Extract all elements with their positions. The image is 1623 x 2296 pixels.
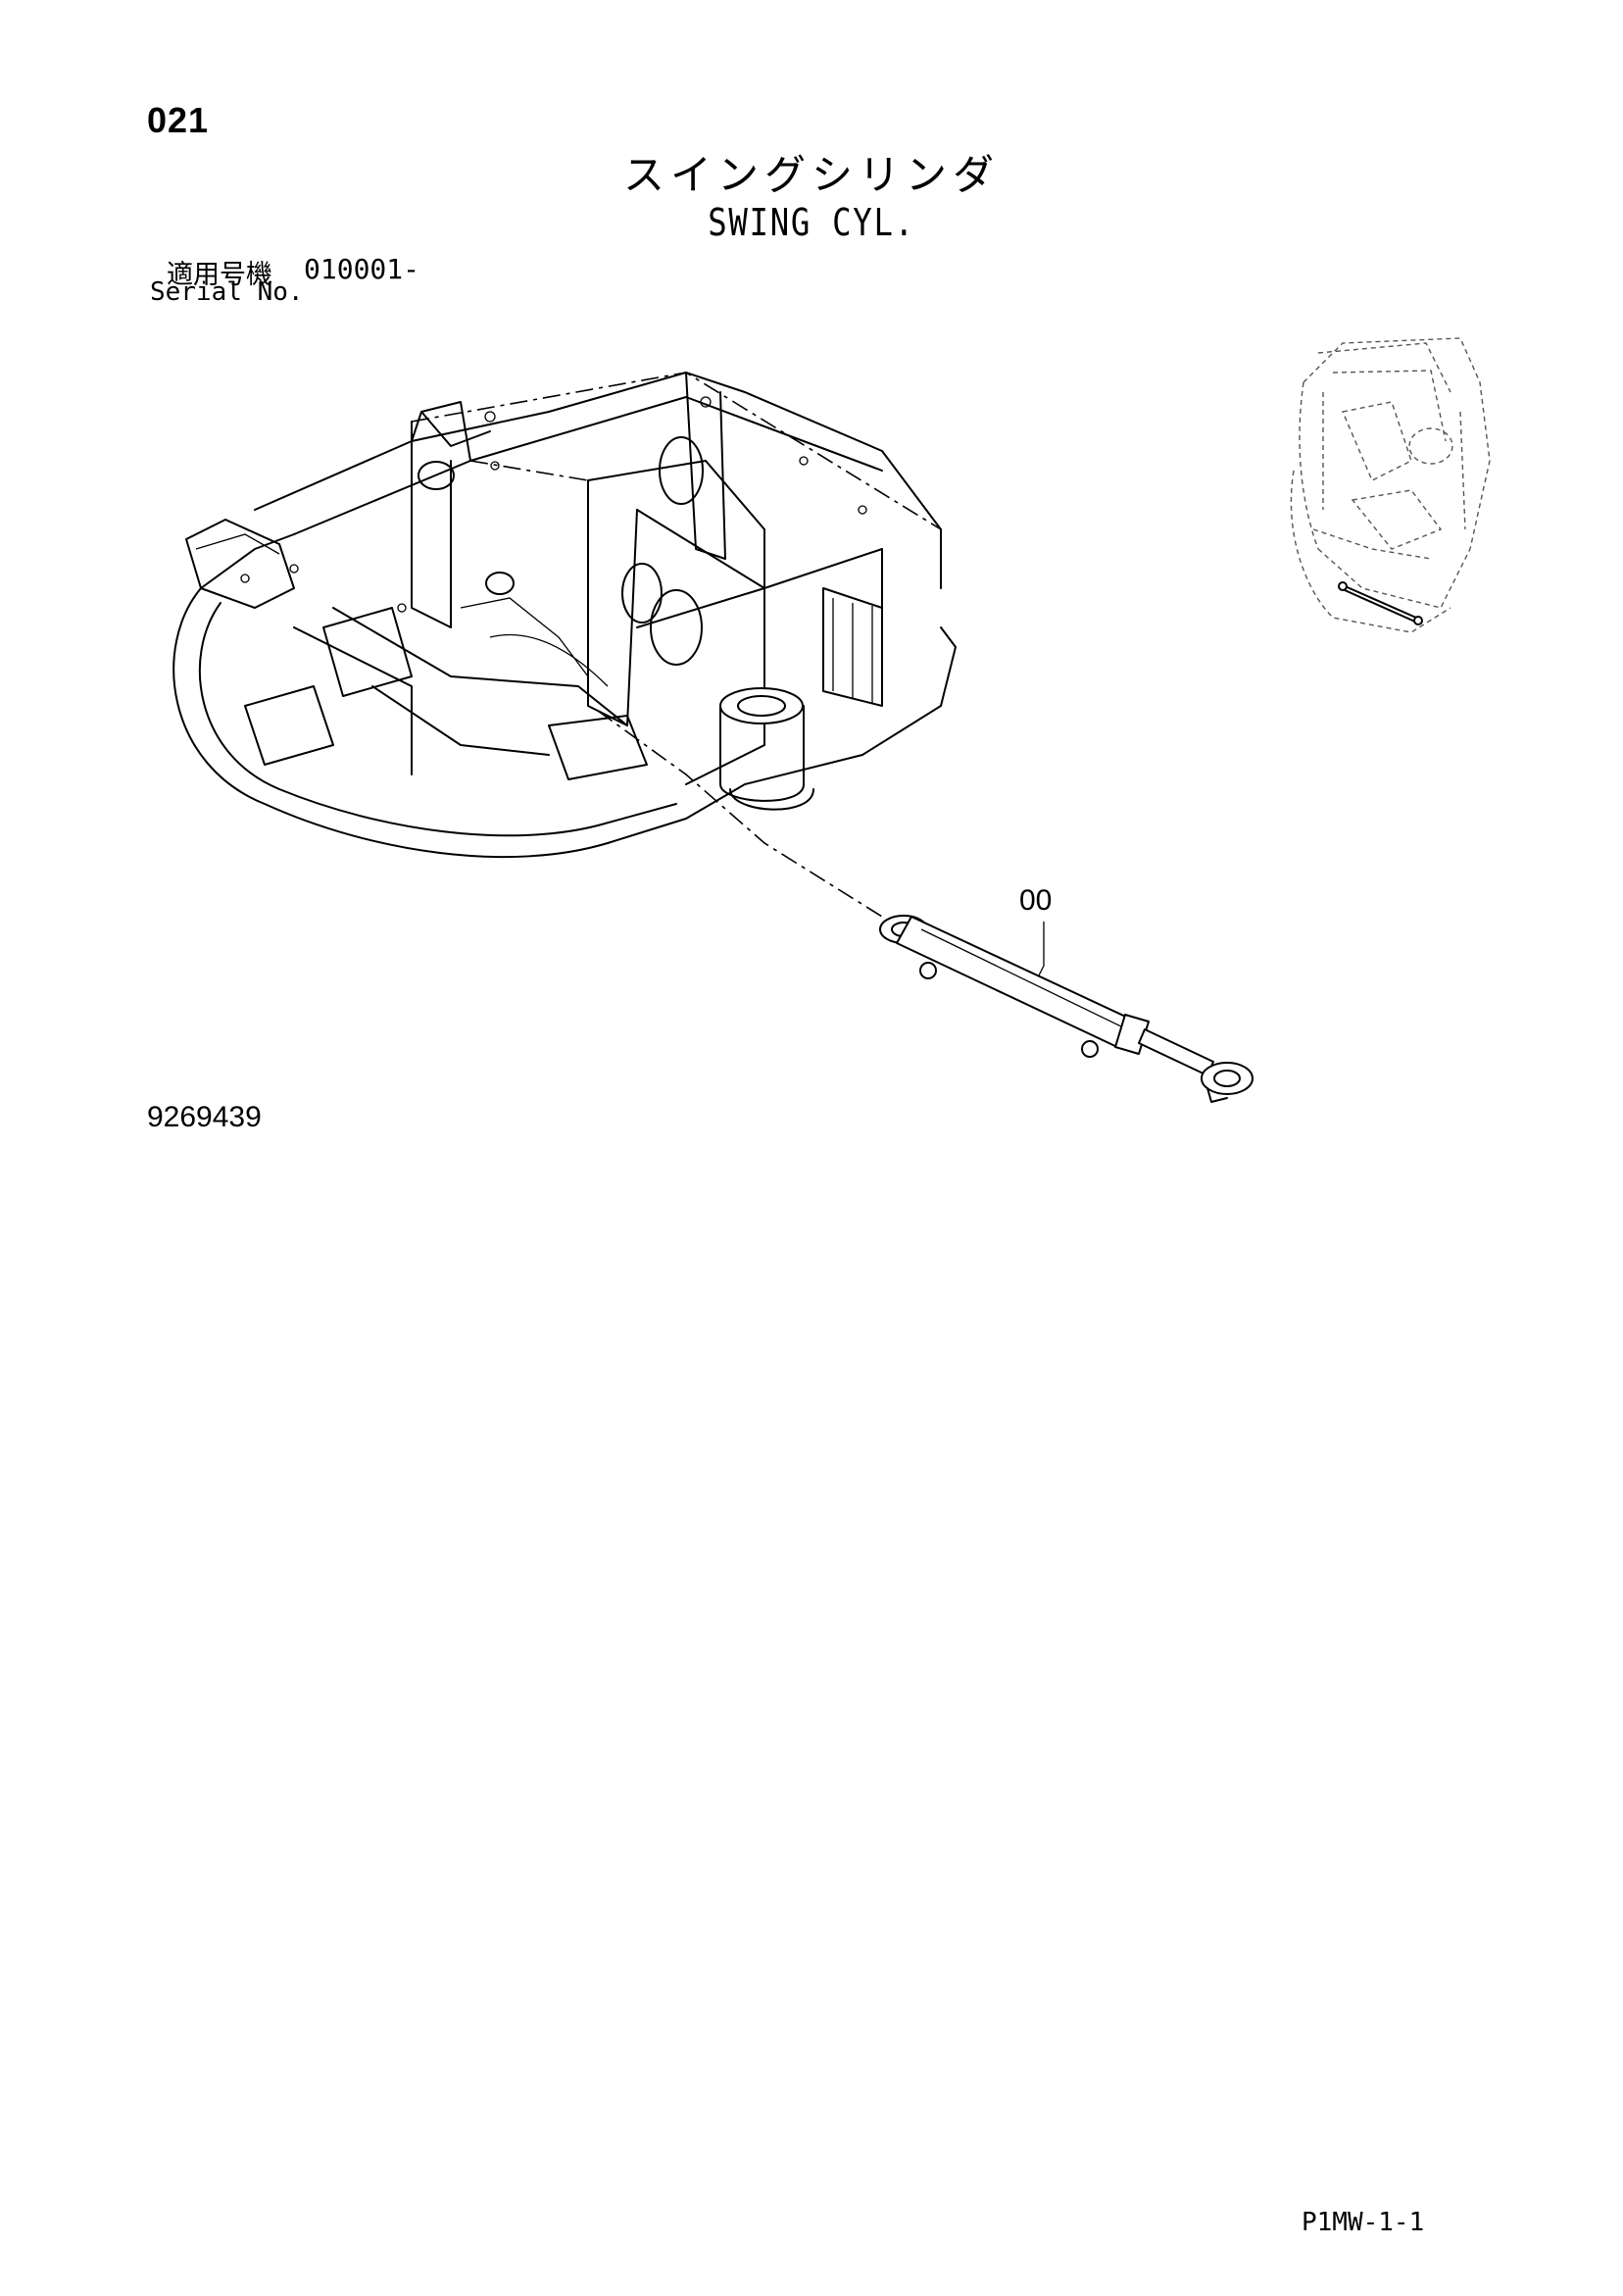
part-callout-label: 00 xyxy=(1019,884,1053,917)
page-number: 021 xyxy=(147,100,210,140)
swing-cylinder-drawing xyxy=(879,915,1254,1103)
serial-label-japanese: 適用号機 xyxy=(167,260,272,290)
machine-locator-thumbnail xyxy=(1290,337,1491,633)
serial-number-range: 010001- xyxy=(304,253,420,285)
page-title-english: SWING CYL. xyxy=(708,201,915,244)
drawing-number: 9269439 xyxy=(147,1101,262,1133)
page-title-japanese: スイングシリンダ xyxy=(622,151,1000,199)
page-footer-code: P1MW-1-1 xyxy=(1302,2208,1425,2237)
serial-label-english: Serial No. xyxy=(150,277,304,307)
revolving-frame-drawing xyxy=(172,372,957,918)
